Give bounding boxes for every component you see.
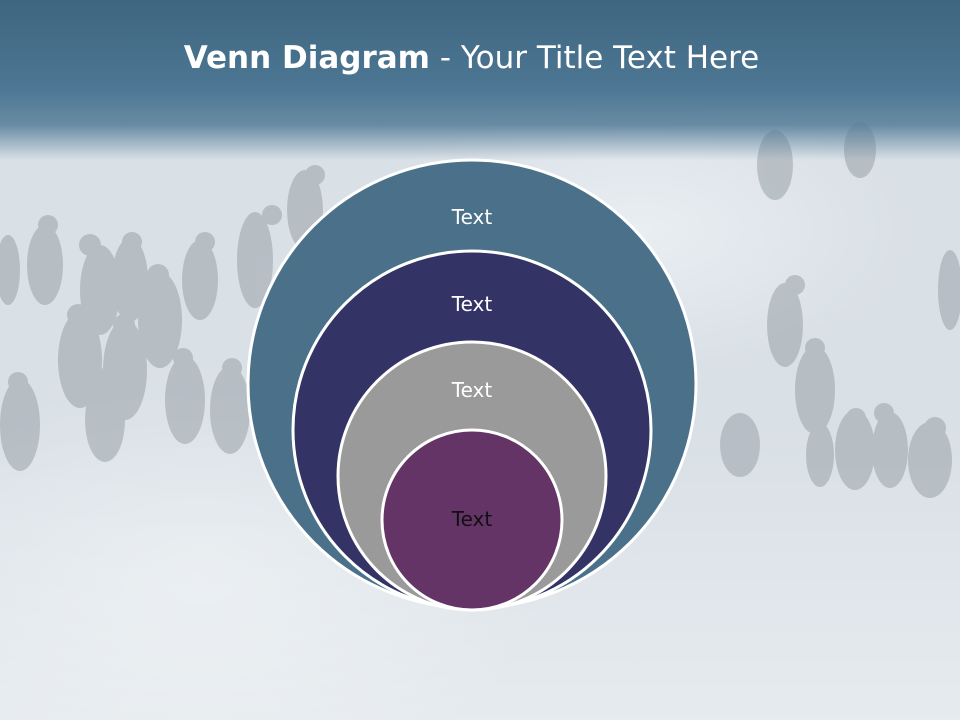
slide-title: Venn Diagram - Your Title Text Here xyxy=(0,40,943,76)
circle-level-4 xyxy=(380,428,564,612)
circle-level-3-label: Text xyxy=(451,378,493,402)
title-rest: - Your Title Text Here xyxy=(429,40,760,76)
title-bold: Venn Diagram xyxy=(183,40,430,76)
circle-level-2-label: Text xyxy=(451,292,493,316)
title-band xyxy=(0,0,960,160)
circle-level-1-label: Text xyxy=(451,205,493,229)
circle-level-4-label: Text xyxy=(451,507,493,531)
